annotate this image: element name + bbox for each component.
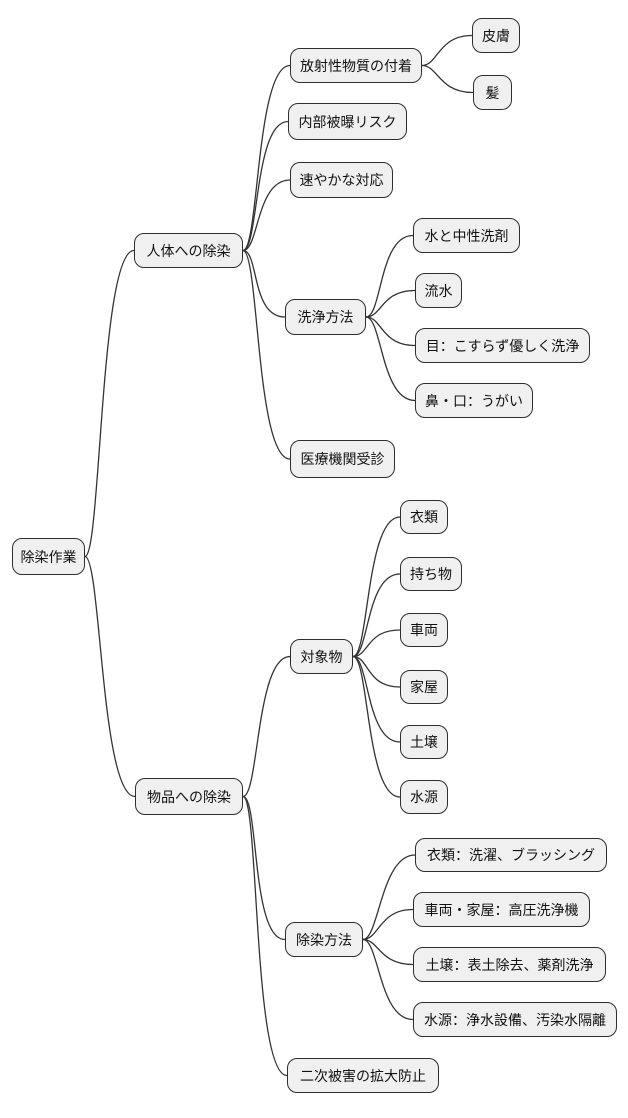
edge-target-to-belongings: [352, 573, 401, 658]
node-human-decontamination: 人体への除染: [134, 233, 243, 268]
node-prompt-response: 速やかな対応: [290, 162, 393, 198]
edge-goods-to-secondary-damage: [242, 795, 288, 1077]
node-root: 除染作業: [12, 538, 85, 575]
node-target-objects: 対象物: [290, 639, 353, 674]
edge-washing-to-running-water: [365, 289, 416, 318]
node-water-and-neutral-detergent: 水と中性洗剤: [413, 218, 520, 253]
node-soil-topsoil-removal-chemical: 土壌：表土除去、薬剤洗浄: [413, 947, 606, 982]
edge-goods-to-decon-method: [242, 795, 286, 941]
edge-washing-to-water-detergent: [365, 234, 414, 318]
edge-human-to-medical-visit: [242, 249, 291, 460]
edge-target-to-clothing: [352, 516, 401, 658]
node-secondary-damage-prevention: 二次被害の拡大防止: [287, 1058, 439, 1093]
edge-human-to-washing-method: [242, 249, 286, 318]
edge-human-to-internal-exposure: [242, 120, 289, 252]
node-water-source: 水源: [400, 780, 448, 814]
node-internal-exposure-risk: 内部被曝リスク: [288, 103, 407, 140]
edge-method-to-pressure-washer: [362, 908, 414, 941]
node-washing-method: 洗浄方法: [285, 299, 366, 335]
edge-root-to-goods-decon: [84, 555, 136, 798]
node-hair: 髪: [473, 75, 512, 110]
node-nose-mouth-gargle: 鼻・口：うがい: [415, 383, 533, 418]
node-goods-decontamination: 物品への除染: [135, 778, 243, 815]
node-soil: 土壌: [400, 725, 448, 759]
edge-human-to-prompt-response: [242, 179, 291, 252]
node-water-purification-isolation: 水源：浄水設備、汚染水隔離: [413, 1002, 617, 1037]
node-clothing: 衣類: [400, 500, 448, 534]
edge-human-to-radioactive-adhesion: [242, 64, 291, 252]
edge-method-to-water-purification: [362, 938, 414, 1021]
node-skin: 皮膚: [472, 18, 520, 53]
node-belongings: 持ち物: [400, 557, 462, 591]
edge-method-to-soil-removal: [362, 938, 414, 966]
node-running-water: 流水: [415, 273, 462, 308]
edge-target-to-vehicle: [352, 629, 401, 658]
edge-washing-to-nose-mouth: [365, 316, 416, 402]
edge-target-to-soil: [352, 655, 401, 743]
node-radioactive-material-adhesion: 放射性物質の付着: [290, 48, 422, 83]
node-eyes-gentle-wash: 目：こすらず優しく洗浄: [415, 328, 590, 363]
node-decontamination-method: 除染方法: [285, 922, 363, 957]
node-vehicle-house-pressure-washer: 車両・家屋：高圧洗浄機: [413, 892, 590, 927]
edge-target-to-house: [352, 655, 401, 688]
node-house: 家屋: [400, 670, 448, 704]
node-clothing-washing-brushing: 衣類：洗濯、ブラッシング: [415, 838, 607, 872]
edge-root-to-human-decon: [84, 249, 135, 558]
edge-adhesion-to-skin: [421, 34, 473, 67]
node-medical-institution-visit: 医療機関受診: [290, 440, 395, 478]
node-vehicle: 車両: [400, 613, 448, 647]
edge-adhesion-to-hair: [421, 64, 474, 94]
edge-method-to-clothing-washing: [362, 854, 416, 941]
edge-target-to-water-source: [352, 655, 401, 798]
edge-goods-to-target-objects: [242, 655, 291, 798]
edge-washing-to-eyes: [365, 316, 416, 347]
